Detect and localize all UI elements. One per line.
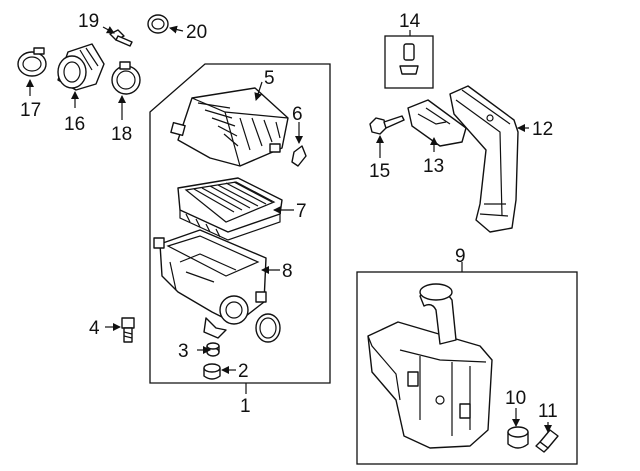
callout-1: 1 xyxy=(240,396,251,417)
callout-17: 17 xyxy=(20,100,41,121)
insulator xyxy=(203,363,221,380)
callout-16: 16 xyxy=(64,114,85,135)
callout-14: 14 xyxy=(399,11,421,32)
clamp xyxy=(147,14,169,34)
clip xyxy=(291,145,307,167)
air-intake-duct xyxy=(449,85,519,233)
callout-18: 18 xyxy=(111,124,132,145)
grommet-kit-box xyxy=(384,35,434,89)
intake-hose xyxy=(57,43,105,91)
callout-7: 7 xyxy=(296,201,307,222)
air-cleaner-cover xyxy=(170,87,289,167)
callout-10: 10 xyxy=(505,388,526,409)
air-cleaner-body xyxy=(153,229,267,339)
resonator xyxy=(367,283,493,449)
duct-bracket xyxy=(407,99,467,147)
resonator-assembly-box xyxy=(356,271,578,465)
callout-15: 15 xyxy=(369,161,390,182)
hose-clamp-left xyxy=(17,47,47,77)
callout-9: 9 xyxy=(455,246,466,267)
seal-ring xyxy=(255,313,281,343)
callout-13: 13 xyxy=(423,156,444,177)
mounting-bolt xyxy=(369,115,405,135)
pin xyxy=(535,429,559,453)
resonator-grommet xyxy=(507,426,529,449)
air-cleaner-assembly-box xyxy=(149,63,331,384)
callout-4: 4 xyxy=(89,318,100,339)
plug-grommet xyxy=(399,43,419,75)
leader-lines xyxy=(26,25,552,433)
callout-2: 2 xyxy=(238,361,249,382)
callout-6: 6 xyxy=(292,104,303,125)
callout-5: 5 xyxy=(264,68,275,89)
callout-12: 12 xyxy=(532,119,553,140)
callout-19: 19 xyxy=(78,11,99,32)
air-filter-element xyxy=(177,177,283,241)
callout-11: 11 xyxy=(538,401,558,422)
callout-20: 20 xyxy=(186,22,207,43)
callout-3: 3 xyxy=(178,341,189,362)
callout-8: 8 xyxy=(282,261,293,282)
hose-clamp-right xyxy=(111,61,141,95)
bolt xyxy=(121,317,135,343)
